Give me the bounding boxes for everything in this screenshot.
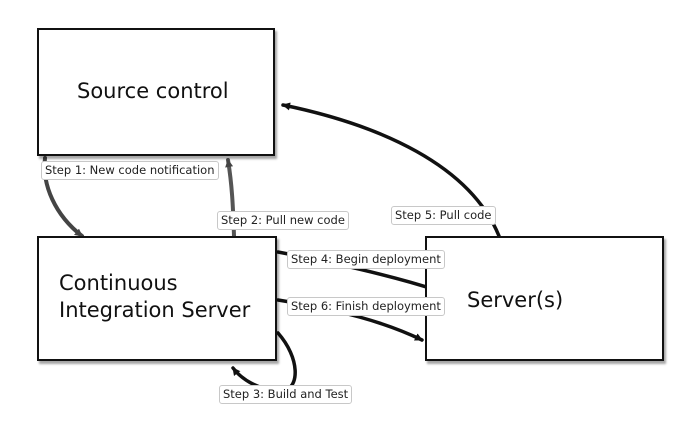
step6-label: Step 6: Finish deployment <box>287 297 445 316</box>
step3-label: Step 3: Build and Test <box>219 385 353 404</box>
step2-label: Step 2: Pull new code <box>217 211 349 230</box>
step1-label: Step 1: New code notification <box>41 161 219 180</box>
step5-label: Step 5: Pull code <box>391 206 496 225</box>
source-control-box: Source control <box>37 28 275 156</box>
source-control-title: Source control <box>77 79 229 103</box>
ci-server-title-line2: Integration Server <box>59 298 251 322</box>
servers-title: Server(s) <box>467 288 564 312</box>
servers-box: Server(s) <box>425 236 664 361</box>
ci-server-box: Continuous Integration Server <box>37 236 277 361</box>
ci-server-title-line1: Continuous <box>59 271 178 295</box>
step4-label: Step 4: Begin deployment <box>287 250 445 269</box>
